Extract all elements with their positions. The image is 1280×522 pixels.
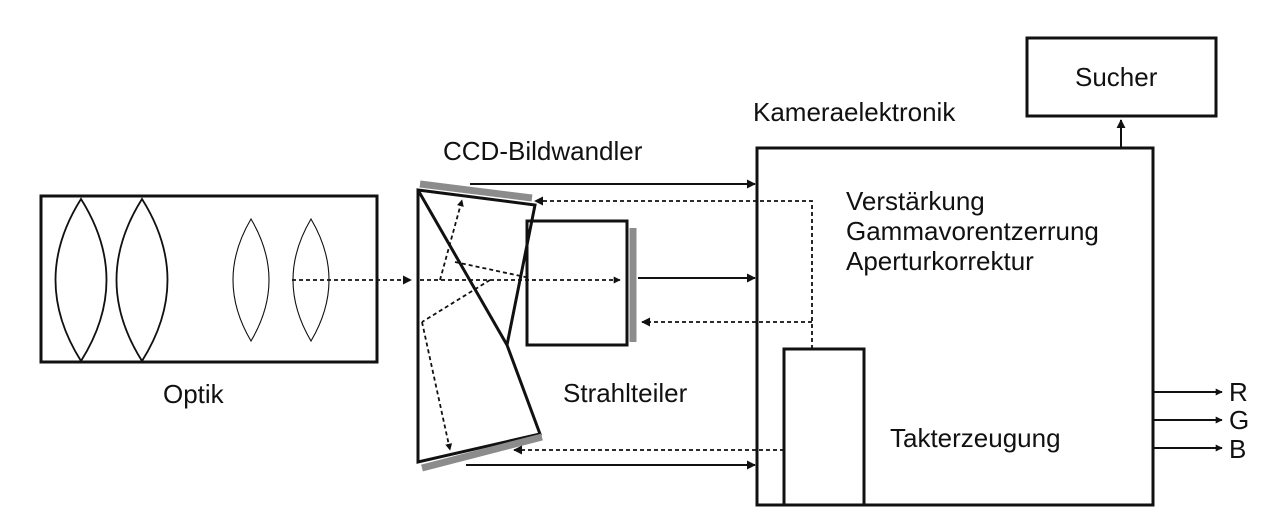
apertur-label: Aperturkorrektur [846,246,1034,276]
ccd-sensor-top [419,180,533,202]
output-b-label: B [1229,434,1246,464]
sucher-label: Sucher [1075,62,1158,92]
ccd-label: CCD-Bildwandler [443,136,643,166]
output-r-label: R [1229,377,1248,407]
prism-light-paths [420,199,621,451]
signal-arrows [466,179,813,470]
optik-label: Optik [163,379,225,409]
output-g-label: G [1229,405,1249,435]
strahlteiler-label: Strahlteiler [563,378,688,408]
camera-electronics-box [755,146,1155,507]
kameraelektronik-label: Kameraelektronik [753,97,956,127]
beam-splitter-prism [416,188,629,464]
optics-lenses [54,197,330,363]
gamma-label: Gammavorentzerrung [846,216,1099,246]
verstaerkung-label: Verstärkung [846,186,985,216]
ccd-sensor-bottom [421,433,543,472]
takt-label: Takterzeugung [890,423,1061,453]
optics-box [39,194,379,364]
clock-generator-box [782,347,866,507]
viewfinder-box [1025,36,1218,118]
rgb-outputs [1153,388,1223,452]
